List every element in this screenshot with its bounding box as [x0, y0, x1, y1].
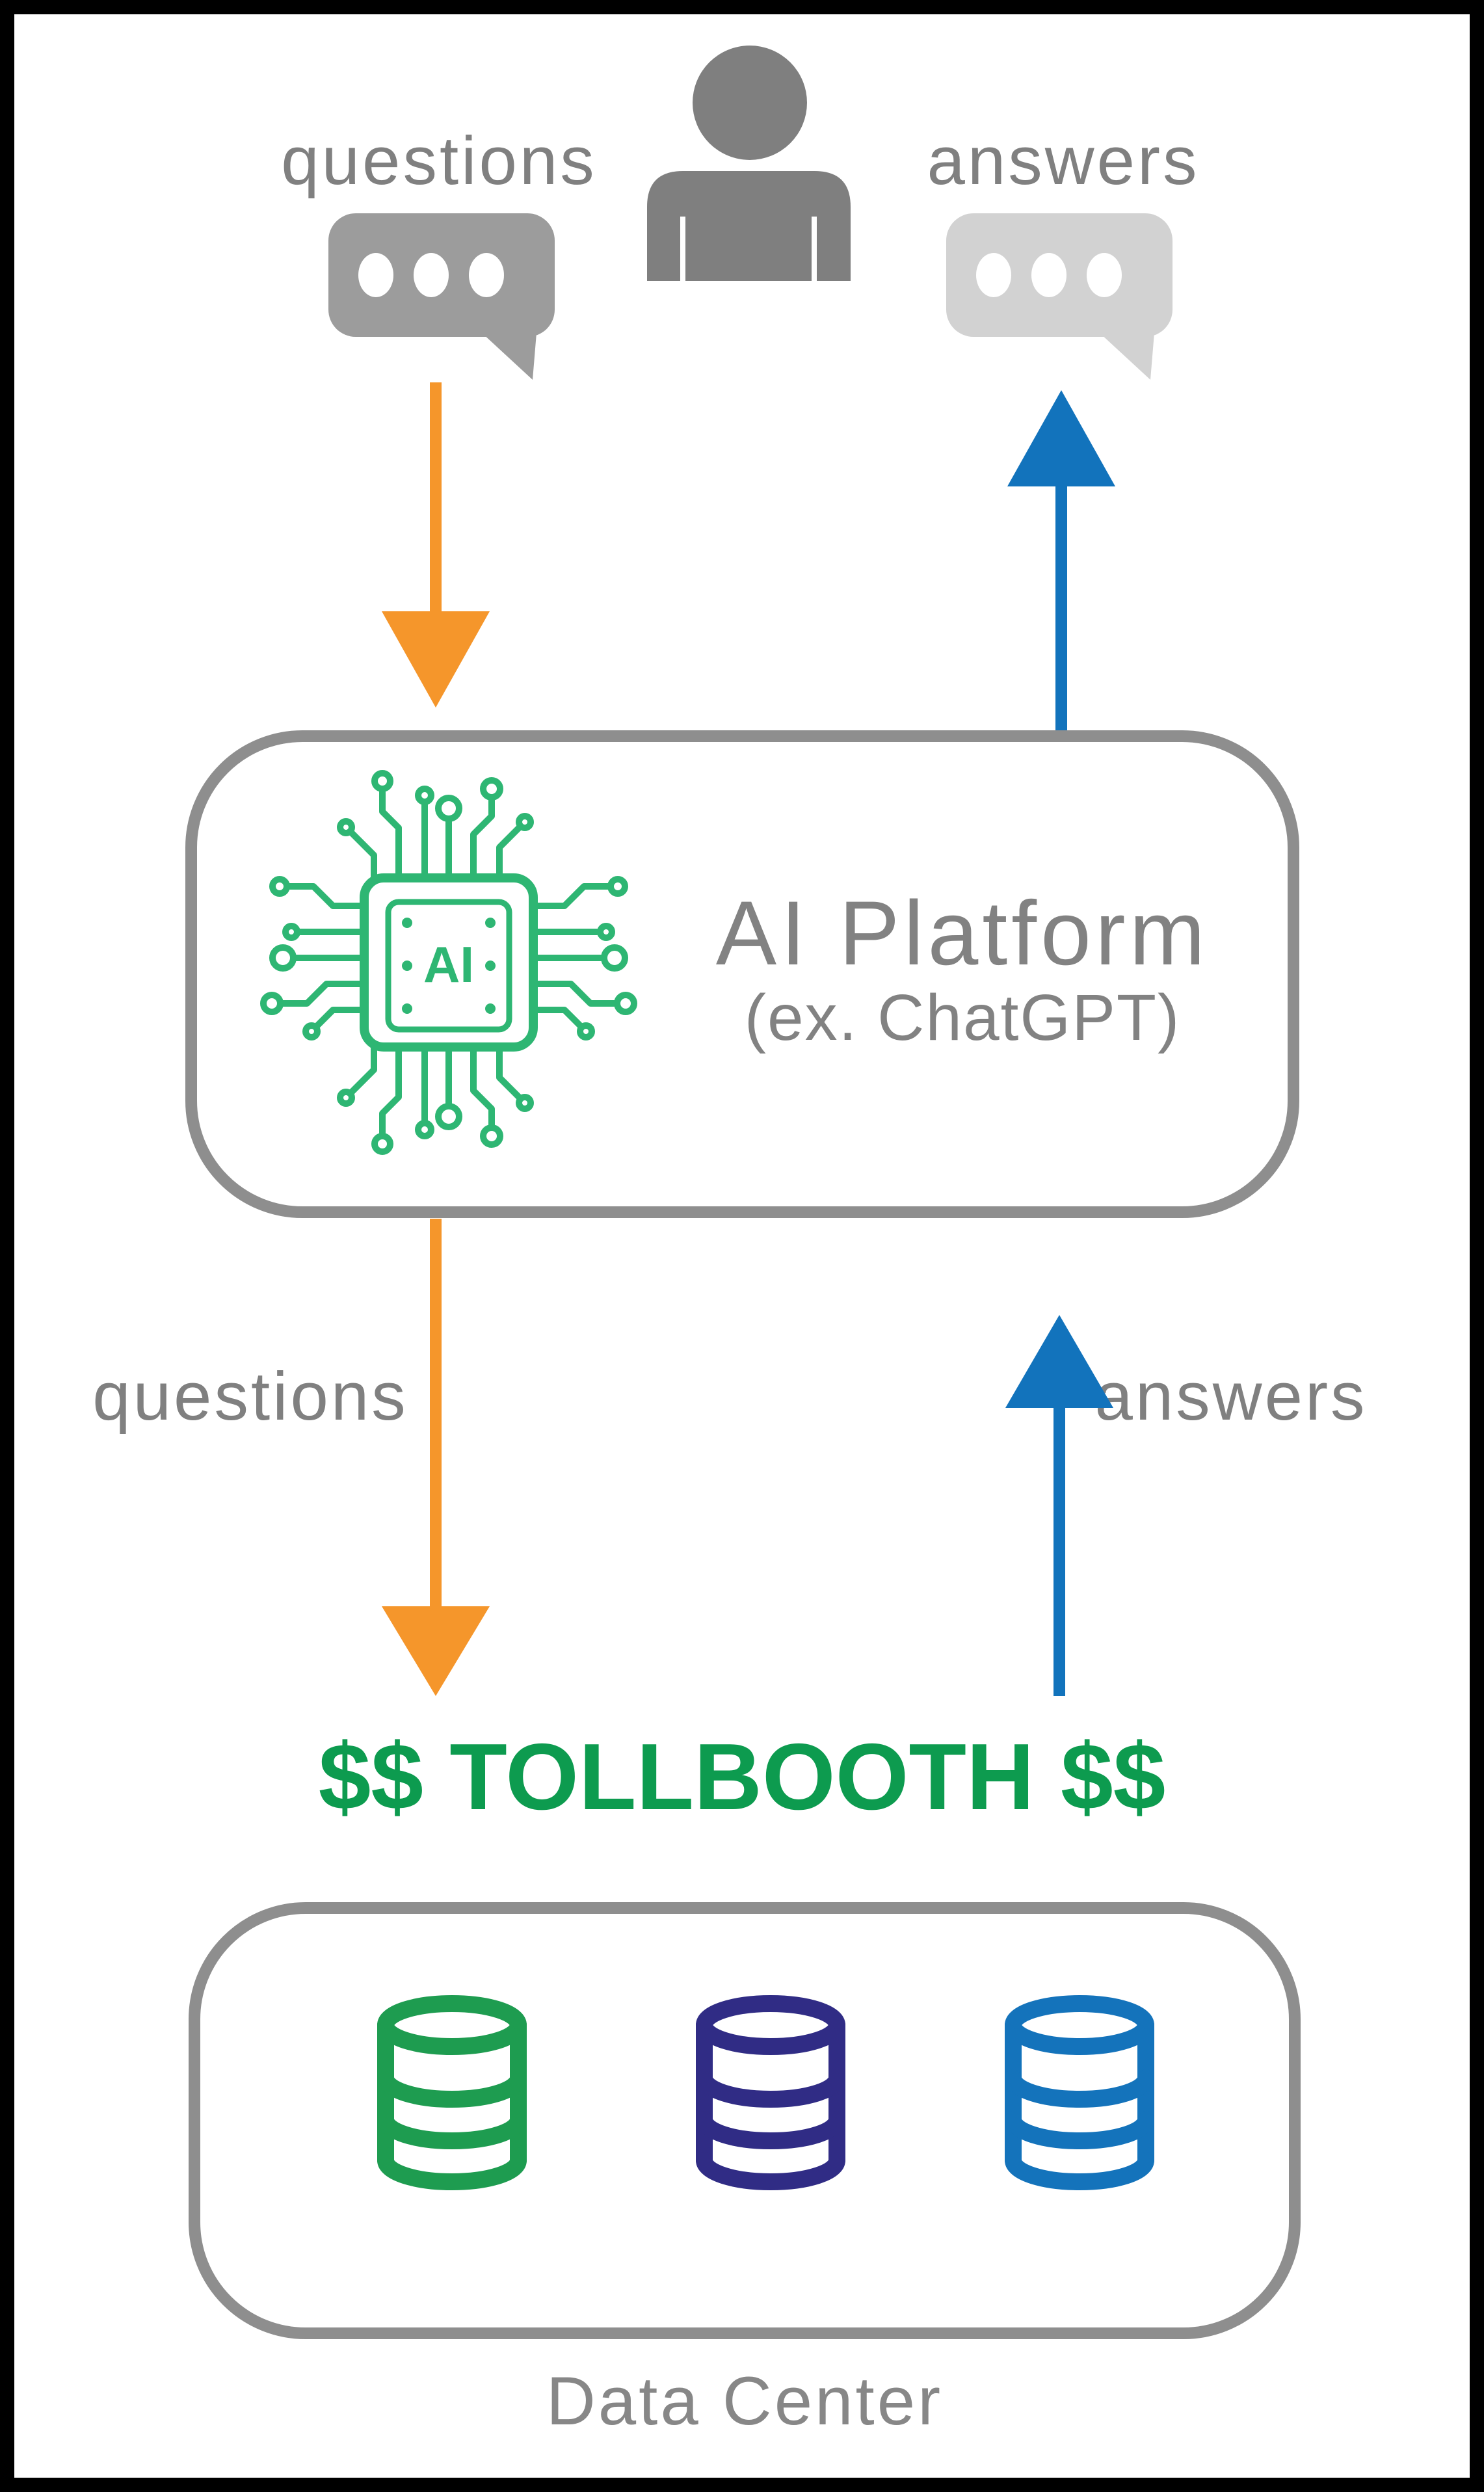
- questions-down-arrow-top: [382, 382, 490, 708]
- question-bubble-icon: [328, 213, 555, 380]
- ai-platform-title: AI Platform: [715, 882, 1210, 984]
- answers-up-arrow-top: [1007, 390, 1115, 730]
- database-icon-navy: [696, 1995, 845, 2190]
- mid-questions-label: questions: [92, 1359, 408, 1435]
- ai-platform-subtitle: (ex. ChatGPT): [744, 981, 1181, 1054]
- ai-platform-box: [185, 730, 1299, 1218]
- database-icon-blue: [1005, 1995, 1154, 2190]
- answers-up-arrow-bottom: [1005, 1315, 1113, 1696]
- answer-bubble-icon: [946, 213, 1173, 380]
- top-questions-label: questions: [281, 123, 597, 199]
- questions-down-arrow-bottom: [382, 1219, 490, 1696]
- database-icon-green: [377, 1995, 527, 2190]
- data-center-box: [189, 1902, 1301, 2339]
- chip-label: AI: [423, 936, 474, 993]
- ai-chip-icon: AI: [260, 770, 637, 1155]
- mid-answers-label: answers: [1094, 1359, 1368, 1435]
- person-icon: [647, 46, 851, 281]
- data-center-label: Data Center: [546, 2363, 944, 2439]
- tollbooth-label: $$ TOLLBOOTH $$: [318, 1724, 1166, 1829]
- top-answers-label: answers: [927, 123, 1200, 199]
